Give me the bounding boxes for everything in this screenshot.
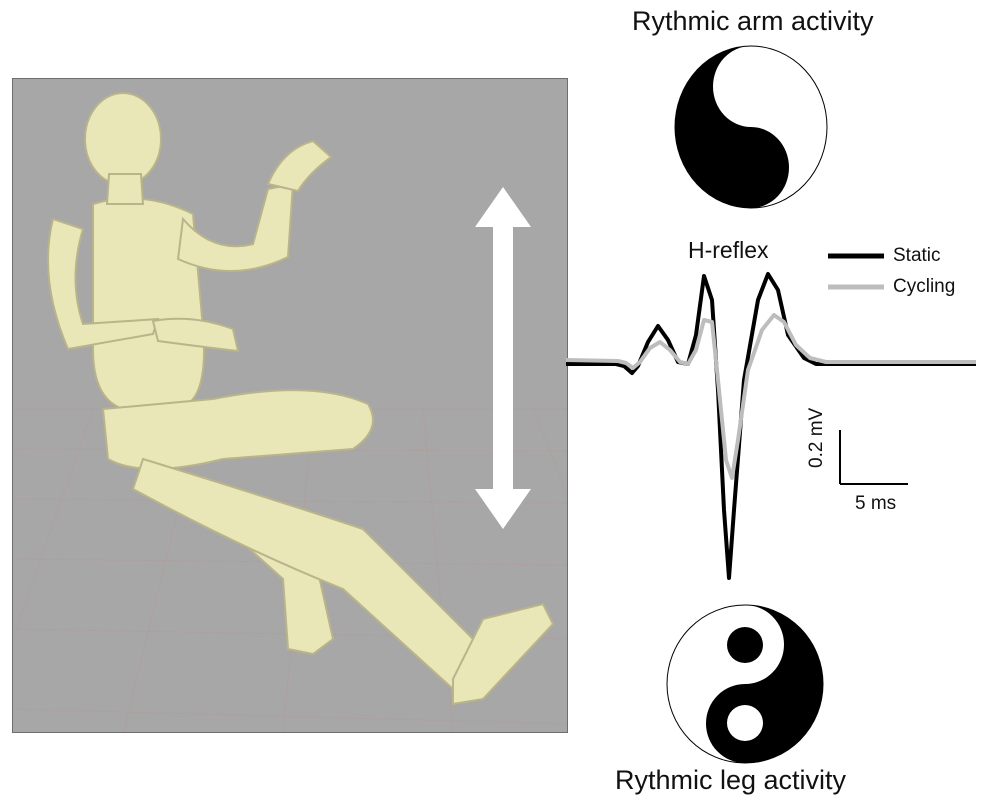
figure-scene-panel [12,78,568,733]
arm-activity-title: Rythmic arm activity [632,6,874,37]
double-arrow-icon [475,187,531,529]
h-reflex-traces [566,260,976,590]
human-figure [48,93,553,704]
yin-yang-icon [665,603,825,765]
yin-yang-icon [673,44,829,210]
seated-figure-illustration [13,79,568,733]
scale-time-label: 5 ms [855,493,896,515]
scale-bar [830,426,910,490]
scale-voltage-label: 0.2 mV [806,408,828,468]
leg-activity-title: Rythmic leg activity [615,765,846,796]
cycling-trace [566,315,976,478]
